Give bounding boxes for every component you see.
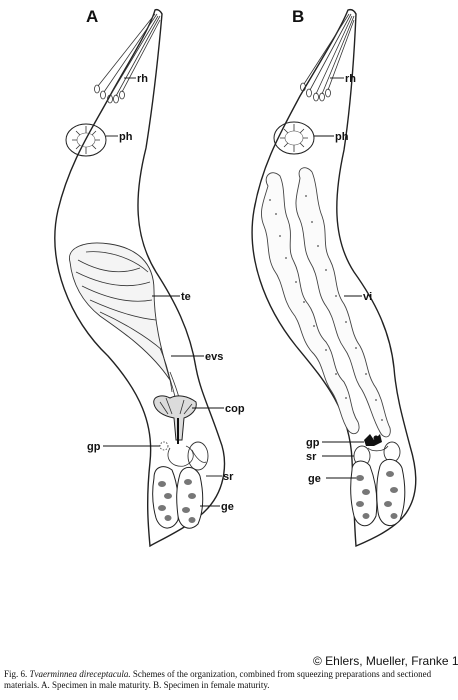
panel-b-label-vi: vi (363, 291, 372, 303)
panel-a-gonopore (159, 441, 169, 451)
panel-a: A rh ph (54, 7, 245, 548)
panel-b-label-gp: gp (306, 437, 320, 449)
panel-b-vitellaria (261, 167, 391, 438)
panel-a-letter: A (86, 7, 98, 26)
worm-figure: A rh ph (54, 7, 417, 548)
copyright-notice: © Ehlers, Mueller, Franke 1994 (313, 654, 458, 668)
panel-b-label-ph: ph (335, 131, 349, 143)
panel-b-pharynx (273, 121, 315, 155)
panel-a-pharynx (65, 123, 107, 157)
panel-a-rhabdites (94, 13, 161, 104)
panel-a-label-evs: evs (205, 351, 223, 363)
figure-caption: Fig. 6. Tvaerminnea direceptacula. Schem… (4, 669, 456, 691)
caption-text: Schemes of the organization, combined fr… (4, 669, 432, 690)
panel-b-label-sr: sr (306, 451, 317, 463)
panel-b-letter: B (292, 7, 304, 26)
panel-a-testes (69, 242, 171, 381)
panel-b-rhabdites (300, 13, 355, 102)
panel-b-label-rh: rh (345, 73, 356, 85)
panel-a-label-rh: rh (137, 73, 148, 85)
caption-species-name: Tvaerminnea direceptacula. (29, 669, 131, 679)
panel-a-label-ge: ge (221, 501, 234, 513)
panel-a-label-ph: ph (119, 131, 133, 143)
caption-figure-number: Fig. 6. (4, 669, 28, 679)
panel-a-copulatory-organ (153, 395, 197, 444)
panel-a-germaria (152, 466, 204, 529)
panel-a-label-gp: gp (87, 441, 101, 453)
panel-a-label-sr: sr (223, 471, 234, 483)
panel-a-label-te: te (181, 291, 191, 303)
panel-b-body-outline (251, 8, 417, 548)
panel-b-germaria (350, 459, 406, 527)
panel-b-label-ge: ge (308, 473, 321, 485)
panel-b: B rh ph (251, 7, 417, 548)
panel-a-seminal-receptacle (167, 441, 209, 471)
panel-a-label-cop: cop (225, 403, 245, 415)
panel-b-gonopore (364, 434, 382, 446)
